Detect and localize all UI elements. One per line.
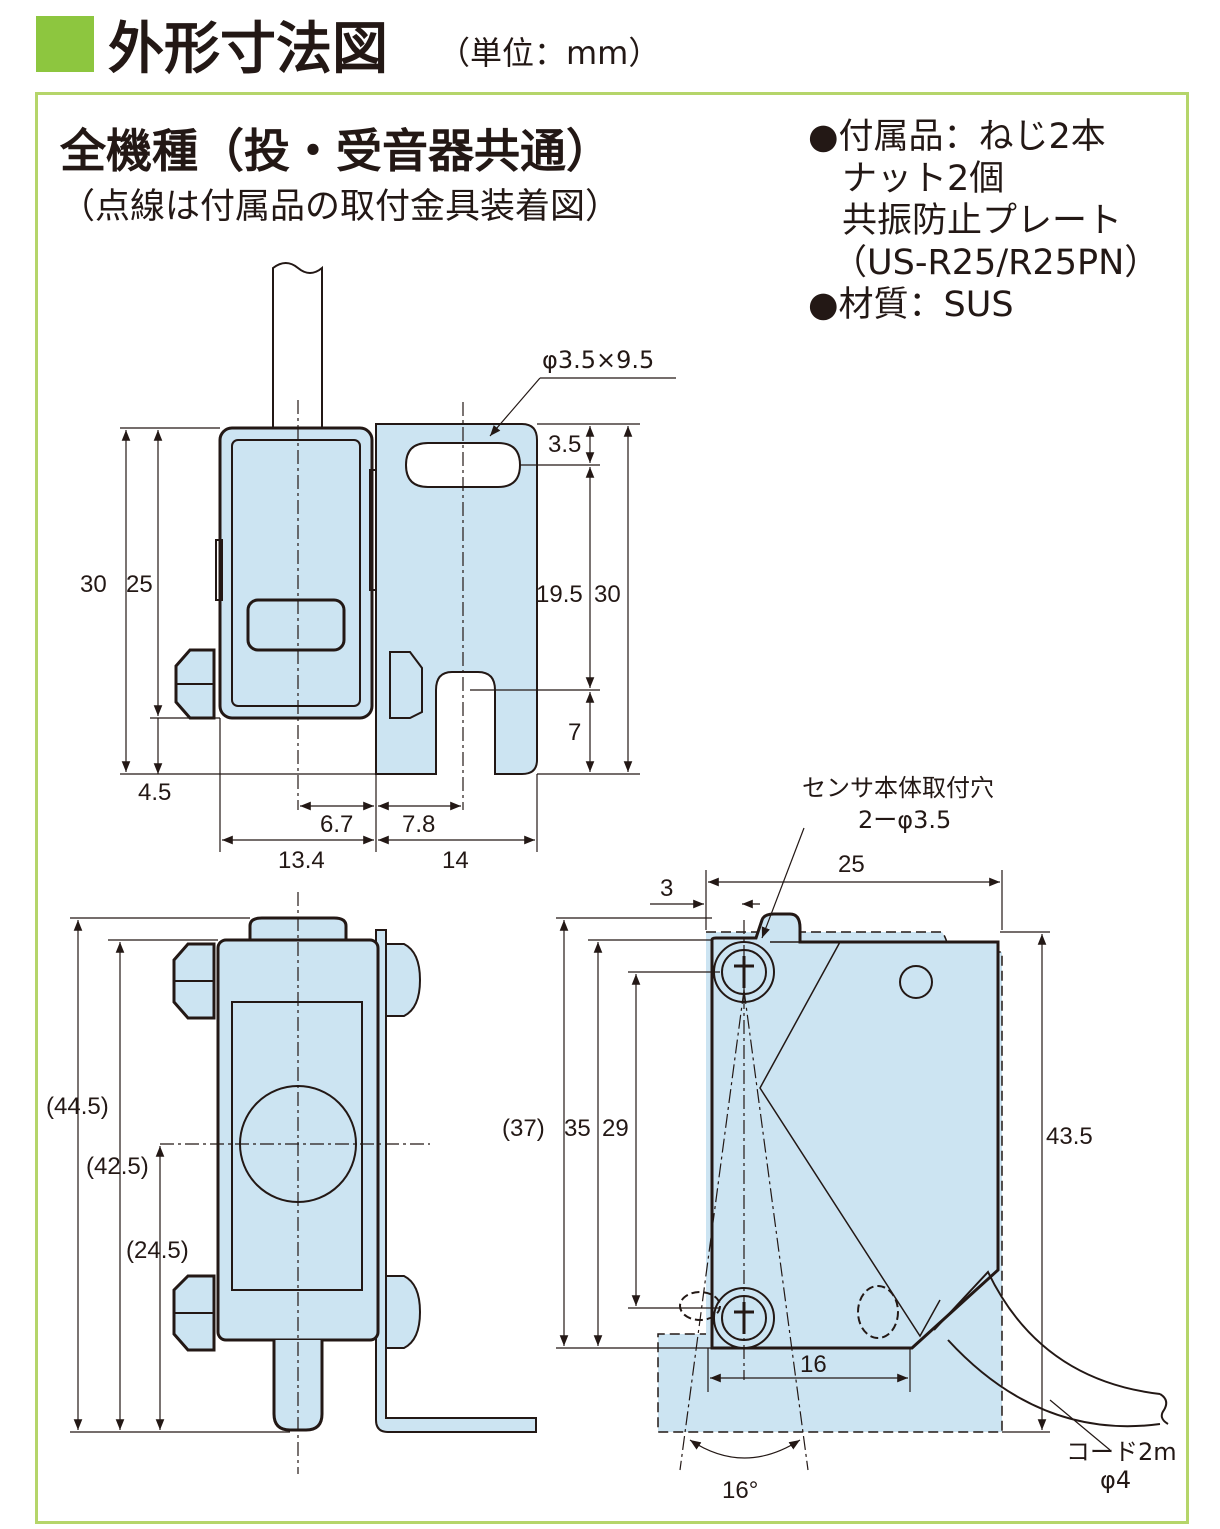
hole-label-1: センサ本体取付穴 bbox=[802, 774, 994, 802]
dim-7-8: 7.8 bbox=[402, 811, 435, 838]
accessory-line-3: 共振防止プレート bbox=[842, 201, 1123, 241]
hole-label-2: 2ーφ3.5 bbox=[858, 806, 951, 834]
cord-length: コード2m bbox=[1066, 1438, 1177, 1466]
dim-4-5: 4.5 bbox=[138, 779, 171, 806]
dim-19-5: 19.5 bbox=[536, 581, 583, 608]
dim-30-right: 30 bbox=[594, 581, 621, 608]
dim-3: 3 bbox=[660, 875, 673, 902]
dim-30-left: 30 bbox=[80, 571, 107, 598]
top-view bbox=[174, 262, 538, 810]
side-view bbox=[160, 892, 537, 1474]
dim-44-5: (44.5) bbox=[46, 1093, 109, 1120]
dim-3-5: 3.5 bbox=[548, 431, 581, 458]
dim-37: (37) bbox=[502, 1115, 545, 1142]
side-view-dimensions bbox=[70, 917, 290, 1433]
dim-24-5: (24.5) bbox=[126, 1237, 189, 1264]
accessory-line-5: ●材質：SUS bbox=[808, 285, 1014, 325]
drawing-frame bbox=[35, 92, 1189, 1524]
header-square-icon bbox=[36, 16, 94, 72]
accessory-line-4: （US-R25/R25PN） bbox=[832, 243, 1160, 283]
dim-13-4: 13.4 bbox=[278, 847, 325, 874]
dim-7: 7 bbox=[568, 719, 581, 746]
dim-14: 14 bbox=[442, 847, 469, 874]
dim-29: 29 bbox=[602, 1115, 629, 1142]
slot-dimension: φ3.5×9.5 bbox=[542, 346, 654, 374]
beam-angle: 16° bbox=[722, 1477, 758, 1504]
dim-25: 25 bbox=[126, 571, 153, 598]
dim-42-5: (42.5) bbox=[86, 1153, 149, 1180]
front-view-dimensions bbox=[556, 827, 1111, 1451]
page-title: 外形寸法図 bbox=[108, 17, 388, 82]
front-view bbox=[657, 912, 1169, 1471]
dim-6-7: 6.7 bbox=[320, 811, 353, 838]
accessory-line-2: ナット2個 bbox=[842, 159, 1005, 199]
dim-16: 16 bbox=[800, 1351, 827, 1378]
dim-35: 35 bbox=[564, 1115, 591, 1142]
top-view-dimensions bbox=[120, 377, 676, 852]
model-title: 全機種（投・受音器共通） bbox=[60, 124, 612, 178]
dim-25-front: 25 bbox=[838, 851, 865, 878]
dashed-note: （点線は付属品の取付金具装着図） bbox=[60, 187, 621, 227]
dim-43-5: 43.5 bbox=[1046, 1123, 1093, 1150]
cord-diameter: φ4 bbox=[1100, 1466, 1131, 1494]
unit-label: （単位：mm） bbox=[438, 34, 661, 72]
accessory-line-1: ●付属品：ねじ2本 bbox=[808, 117, 1106, 157]
